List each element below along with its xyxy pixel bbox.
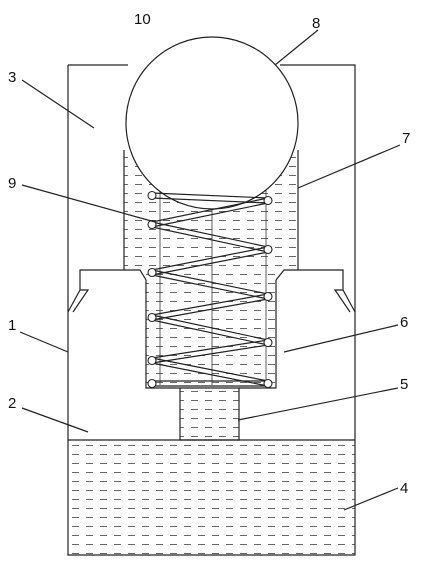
spring-coil-end	[147, 190, 157, 201]
label-5: 5	[400, 376, 408, 393]
spring-coil-end	[147, 267, 157, 278]
spring-coil-end	[147, 312, 157, 323]
spring-coil-end	[263, 291, 273, 302]
bottom-liquid	[68, 440, 355, 555]
neck-liquid	[180, 388, 239, 440]
label-3: 3	[8, 69, 16, 86]
right-flange	[275, 269, 356, 313]
spring-coil-end	[263, 195, 273, 206]
label-9: 9	[8, 175, 16, 192]
ball	[125, 36, 299, 210]
label-4: 4	[400, 480, 408, 497]
spring-coil-end	[263, 337, 273, 348]
spring-coil-end	[147, 219, 157, 230]
left-flange	[67, 269, 147, 313]
leader-lines	[19, 29, 401, 511]
spring-coil-end	[147, 378, 157, 389]
upper-cylinder	[123, 150, 299, 270]
middle-liquid	[146, 270, 276, 388]
sleeve	[145, 280, 277, 389]
label-7: 7	[402, 130, 410, 147]
label-8: 8	[312, 15, 320, 32]
spring-coil-end	[263, 378, 273, 389]
outer-housing	[67, 64, 356, 556]
label-2: 2	[8, 395, 16, 412]
spring-coil-end	[263, 244, 273, 255]
spring-coil-end	[147, 355, 157, 366]
label-10: 10	[134, 11, 151, 28]
label-6: 6	[400, 314, 408, 331]
label-1: 1	[8, 317, 16, 334]
spring	[147, 190, 273, 389]
